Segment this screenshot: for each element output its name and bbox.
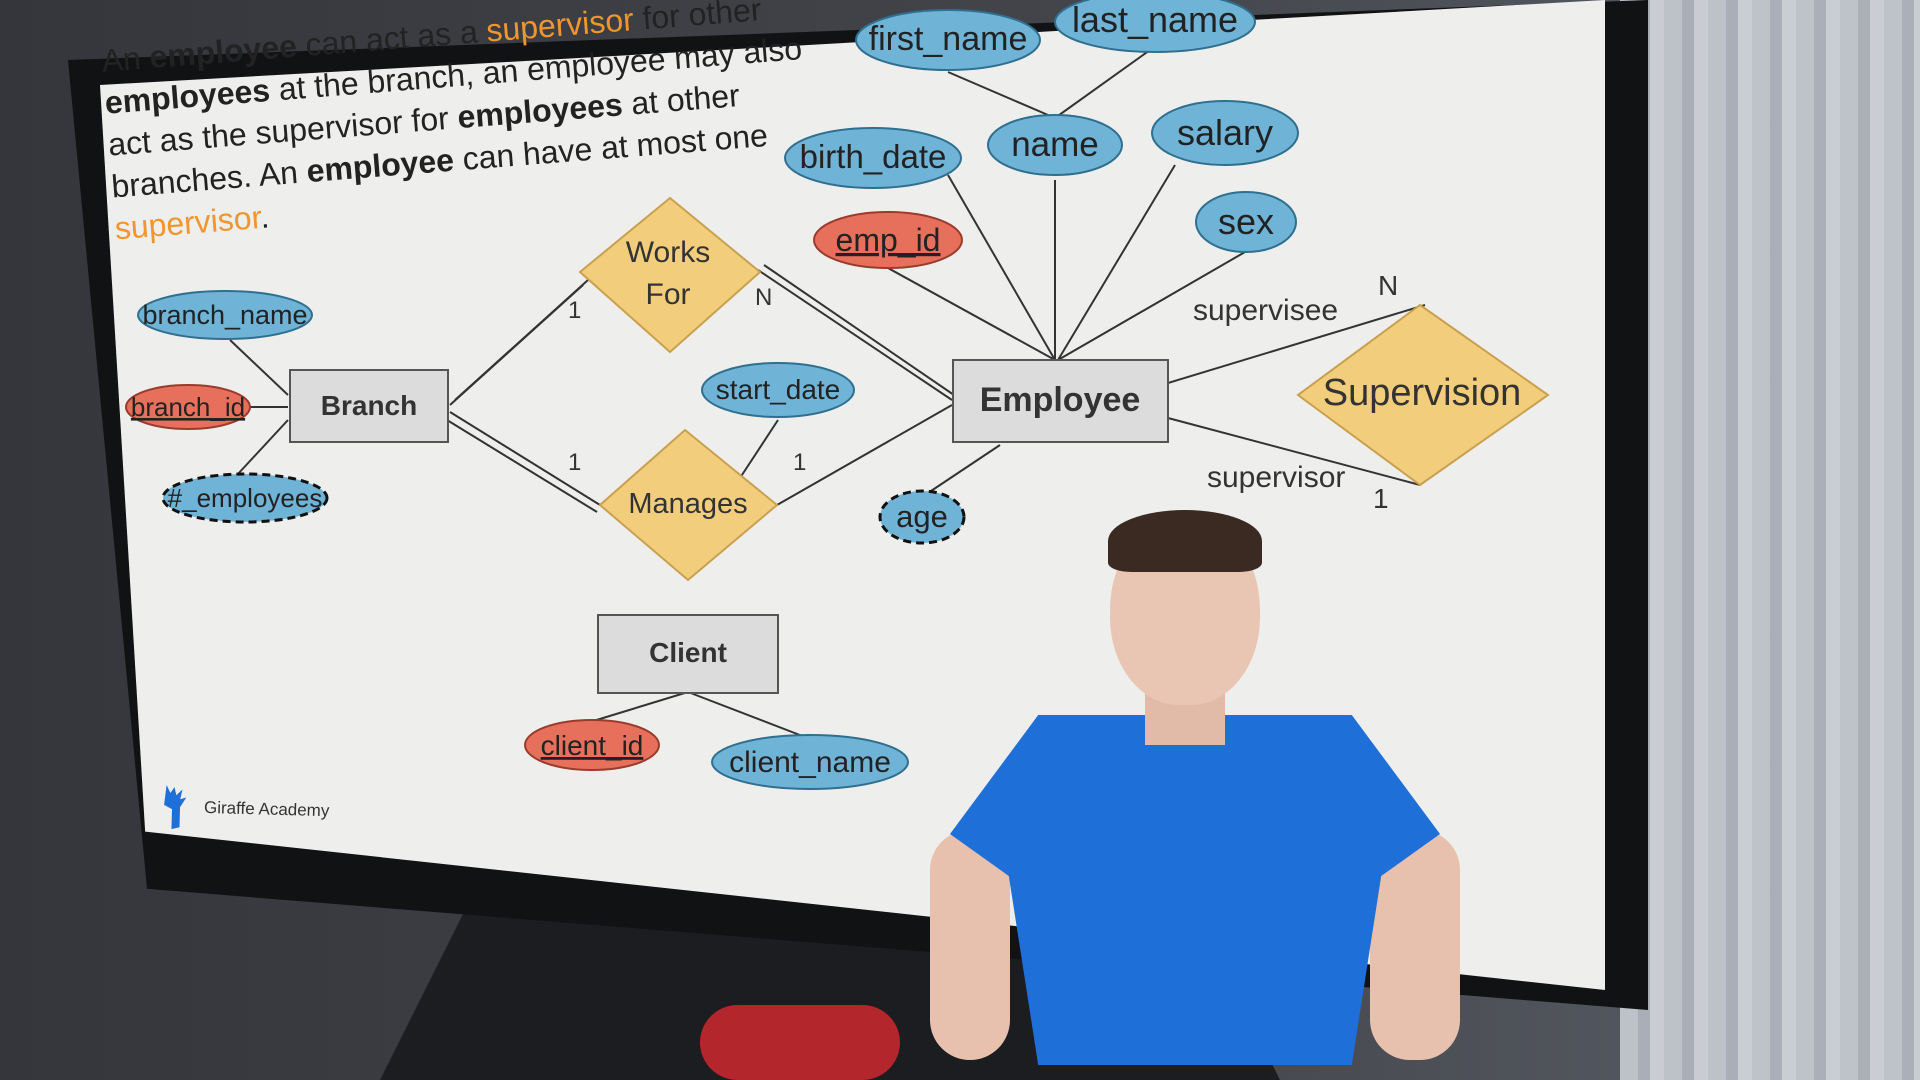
presenter — [930, 500, 1510, 1065]
manages-label: Manages — [628, 488, 747, 520]
giraffe-icon — [164, 784, 187, 830]
svg-text:branch_name: branch_name — [142, 300, 307, 330]
brand-logo: Giraffe Academy — [159, 783, 330, 835]
card-supervisor-1: 1 — [1373, 483, 1389, 514]
attr-client-name: client_name — [711, 734, 909, 790]
attr-num-employees: #_employees — [161, 472, 329, 524]
attr-branch-name: branch_name — [137, 290, 313, 340]
card-works-for-employee: N — [755, 284, 772, 311]
entity-employee-label: Employee — [980, 381, 1141, 419]
red-strap — [700, 1005, 900, 1080]
card-manages-employee: 1 — [793, 449, 806, 476]
attr-start-date: start_date — [701, 362, 855, 418]
works-for-label-1: Works — [626, 236, 710, 269]
entity-client: Client — [597, 614, 779, 694]
relationship-supervision: Supervision — [1296, 303, 1550, 487]
svg-text:birth_date: birth_date — [800, 138, 947, 175]
brand-name: Giraffe Academy — [203, 797, 330, 821]
entity-branch-label: Branch — [321, 390, 417, 421]
entity-employee: Employee — [952, 359, 1169, 443]
svg-text:sex: sex — [1218, 201, 1274, 242]
relationship-works-for: Works For — [578, 196, 762, 354]
role-supervisor: supervisor — [1207, 461, 1345, 494]
svg-text:client_name: client_name — [729, 746, 891, 779]
attr-last-name: last_name — [1054, 0, 1256, 53]
svg-text:first_name: first_name — [869, 20, 1028, 58]
card-supervisee-n: N — [1378, 270, 1398, 301]
attr-branch-id: branch_id — [125, 384, 251, 430]
attr-age: age — [878, 489, 966, 545]
svg-text:salary: salary — [1177, 112, 1273, 153]
svg-text:branch_id: branch_id — [131, 392, 245, 422]
svg-text:name: name — [1011, 125, 1099, 164]
role-supervisee: supervisee — [1193, 294, 1338, 327]
svg-text:client_id: client_id — [541, 730, 644, 761]
attr-birth-date: birth_date — [784, 127, 962, 189]
card-works-for-branch: 1 — [568, 297, 581, 324]
svg-text:last_name: last_name — [1072, 0, 1238, 40]
attr-client-id: client_id — [524, 719, 660, 771]
attr-name: name — [987, 114, 1123, 176]
svg-text:emp_id: emp_id — [836, 222, 941, 258]
lace-curtain — [1620, 0, 1920, 1080]
entity-client-label: Client — [649, 637, 727, 668]
svg-text:start_date: start_date — [716, 374, 841, 405]
svg-text:#_employees: #_employees — [168, 483, 323, 513]
entity-branch: Branch — [289, 369, 449, 443]
svg-text:age: age — [896, 499, 948, 534]
relationship-manages: Manages — [598, 428, 779, 582]
works-for-label-2: For — [646, 278, 691, 311]
attr-first-name: first_name — [855, 9, 1041, 71]
blue-shirt — [950, 715, 1440, 1065]
supervision-label: Supervision — [1323, 372, 1522, 414]
card-manages-branch: 1 — [568, 449, 581, 476]
attr-emp-id: emp_id — [813, 211, 963, 269]
attr-salary: salary — [1151, 100, 1299, 166]
attr-sex: sex — [1195, 191, 1297, 253]
